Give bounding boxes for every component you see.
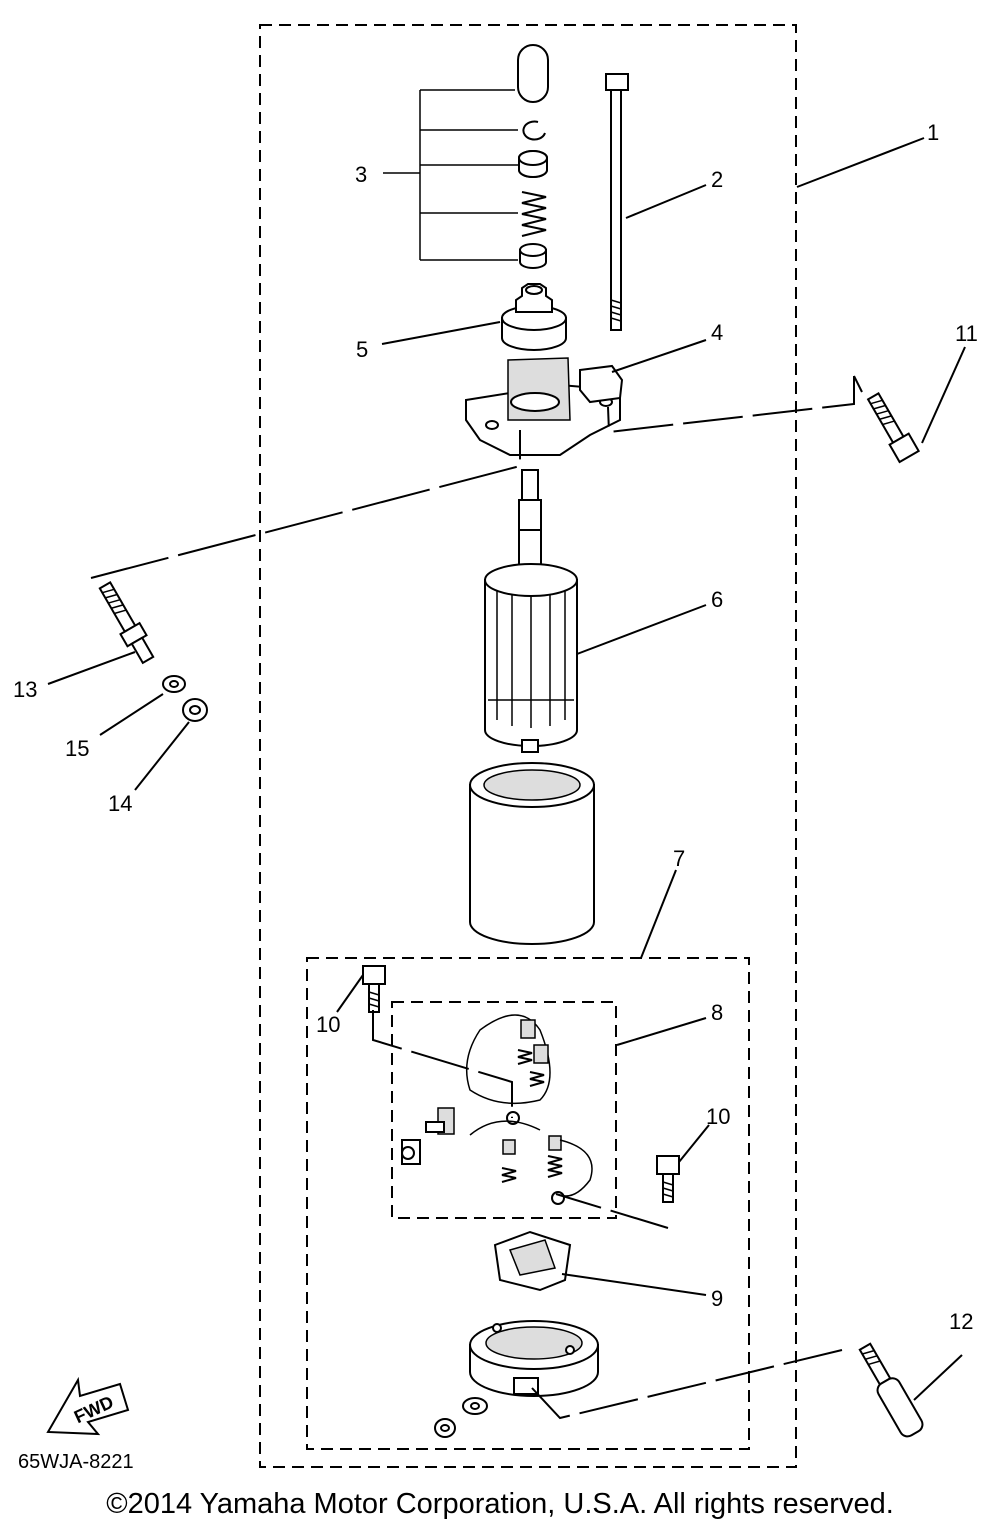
copyright-notice: ©2014 Yamaha Motor Corporation, U.S.A. A… [106,1488,894,1520]
callout-4: 4 [711,320,723,345]
assembly-boundary-7 [306,957,750,1450]
collar-part [518,150,548,178]
leader-lines [47,137,966,1401]
alignment-lines [90,375,863,1420]
callout-11: 11 [955,321,978,346]
callout-3: 3 [355,162,367,187]
screw-part-upper [362,965,386,1013]
circlip-part [522,120,546,141]
callout-15: 15 [65,736,89,761]
callout-5: 5 [356,337,368,362]
callout-7: 7 [673,846,685,871]
yoke-part [469,762,595,945]
cap-part [517,44,549,103]
callout-1: 1 [927,120,939,145]
assembly-boundary-8 [391,1001,617,1219]
assembly-boundary-1 [259,24,797,1468]
stopper-part [519,243,547,269]
bolt-part-11 [866,391,921,464]
callout-9: 9 [711,1286,723,1311]
bolt-part-12 [858,1342,924,1438]
screw-part-lower [656,1155,680,1203]
drawing-code: 65WJA-8221 [18,1451,134,1473]
callout-13: 13 [13,677,37,702]
callout-14: 14 [108,791,132,816]
callout-labels: 1 2 3 4 5 6 7 8 9 10 10 11 12 13 14 15 [13,120,978,1334]
brush-holder-parts [401,1014,593,1205]
fwd-arrow-icon: FWD [46,1376,130,1436]
callout-2: 2 [711,167,723,192]
brush-plate-part [493,1230,572,1292]
callout-10-right: 10 [706,1104,730,1129]
callout-8: 8 [711,1000,723,1025]
nut-part-14 [182,698,208,722]
washer-part-15 [162,675,186,693]
spring-part [521,191,547,237]
rear-cover-part [469,1320,599,1397]
pinion-gear-part [501,283,567,351]
rear-washer-nut [434,1397,488,1438]
through-bolt-part [605,73,629,331]
pinion-kit-bracket [419,89,518,261]
callout-6: 6 [711,587,723,612]
callout-10-left: 10 [316,1012,340,1037]
armature-part [484,469,578,753]
stud-bolt-part-13 [98,580,155,665]
front-bracket-part [465,357,624,456]
callout-12: 12 [949,1309,973,1334]
